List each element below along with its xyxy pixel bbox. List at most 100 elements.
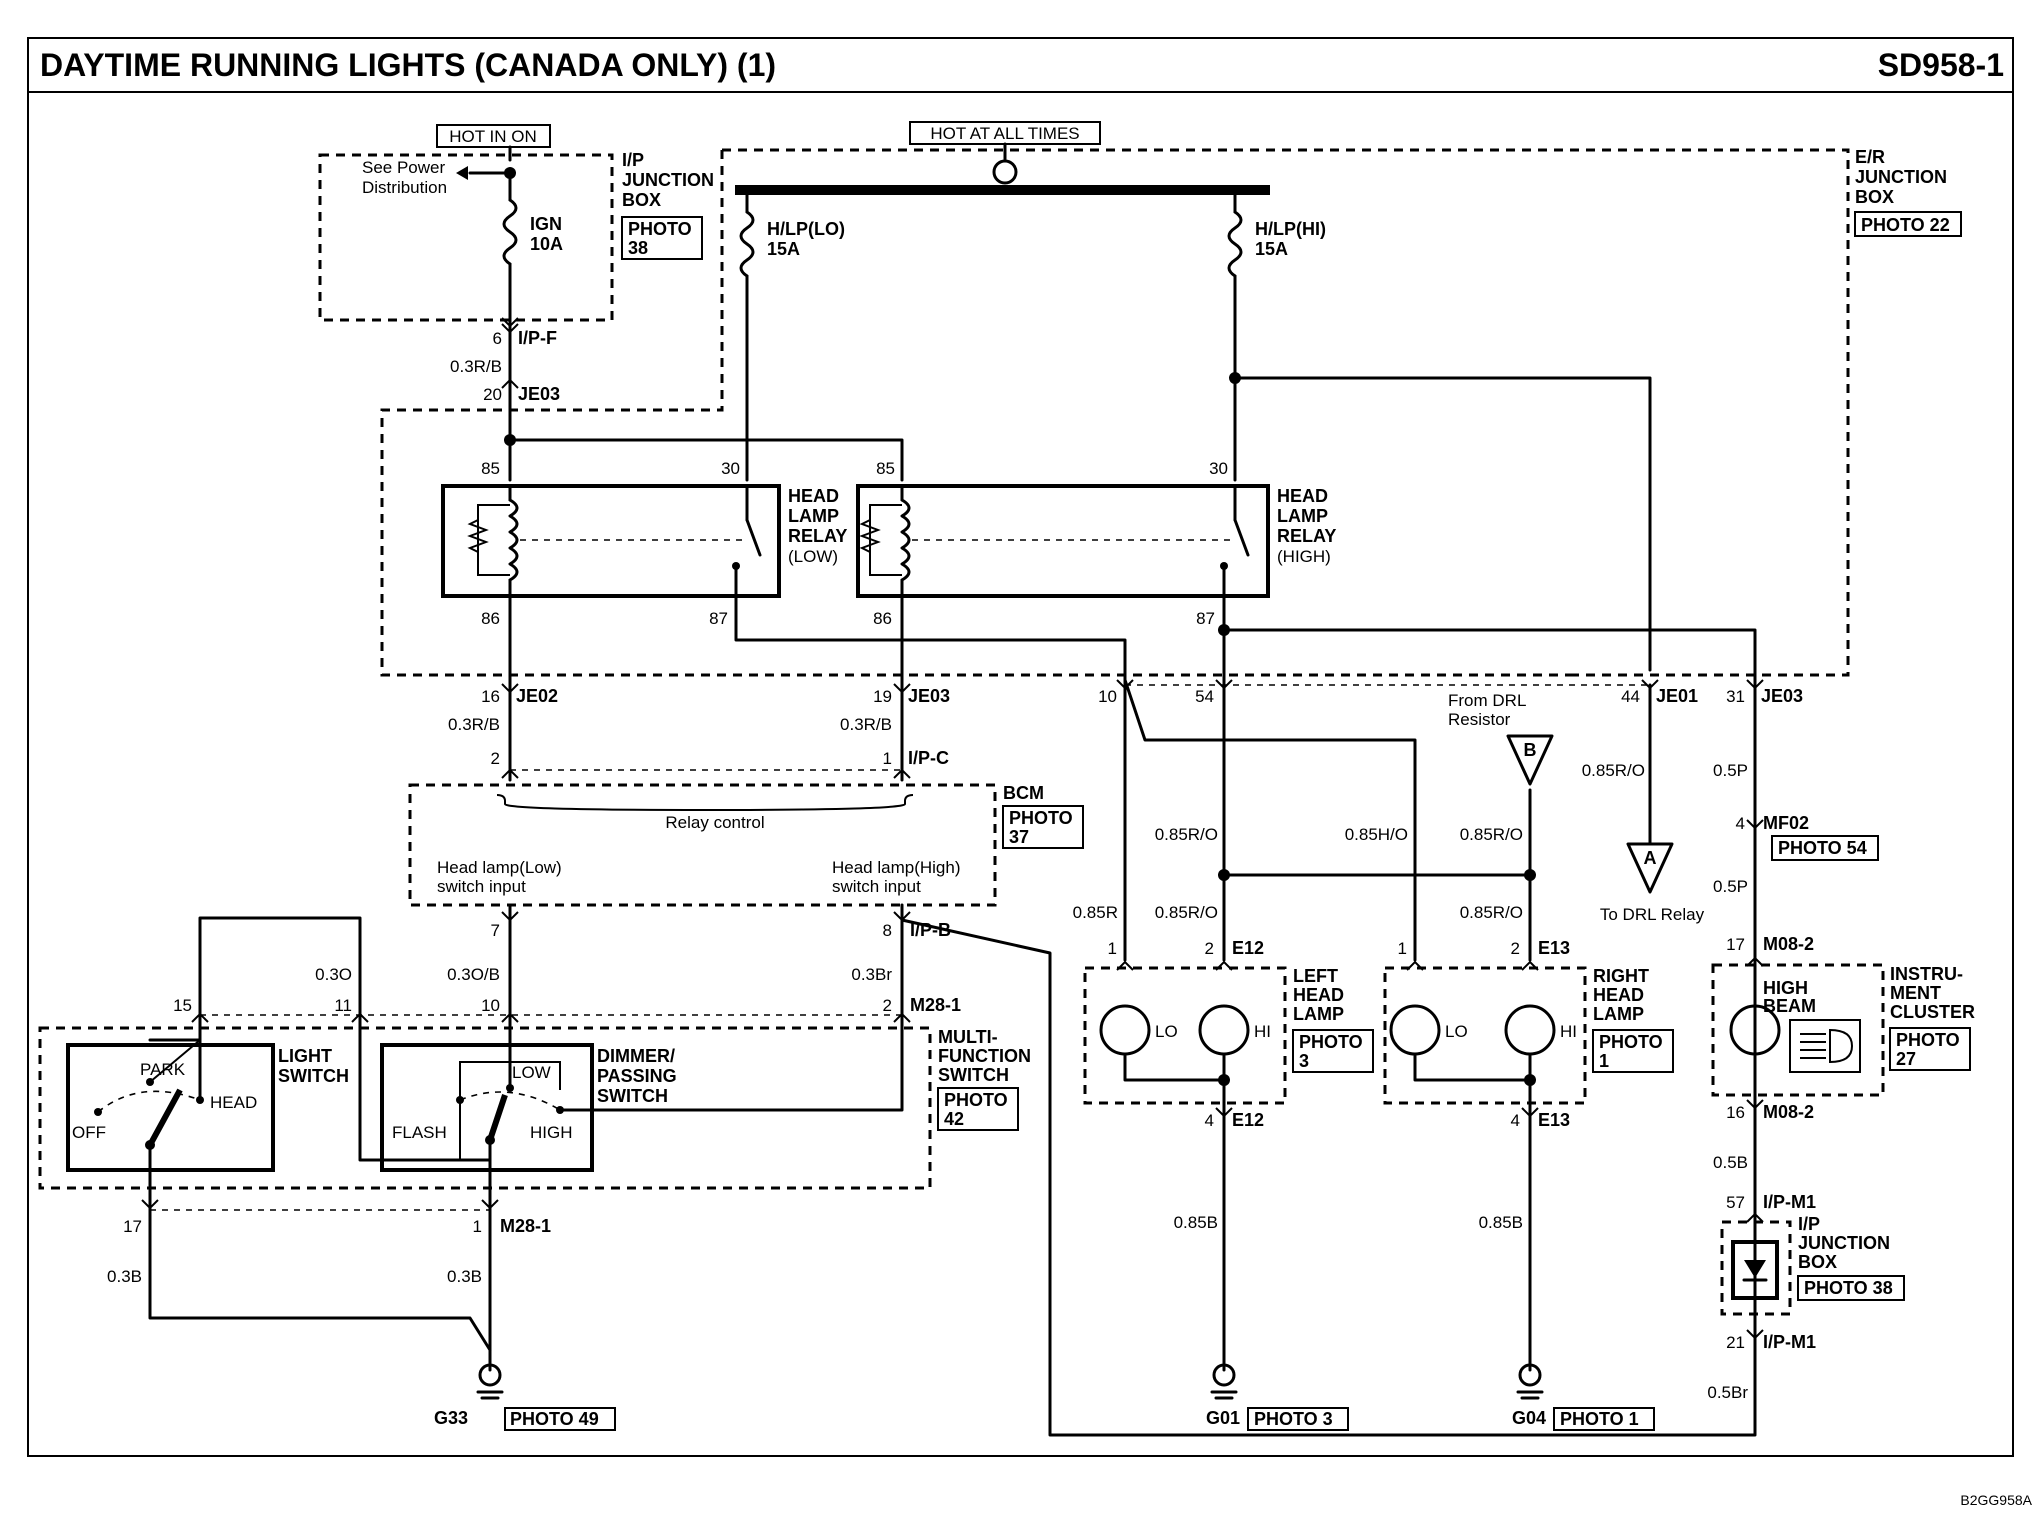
relay-high-resistor-icon <box>859 519 881 553</box>
to-drl-relay: To DRL Relay <box>1600 905 1705 924</box>
bus-node-icon <box>992 159 1018 185</box>
head-label: HEAD <box>210 1093 257 1112</box>
wire-03o: 0.3O <box>315 965 352 984</box>
hot-in-on-label: HOT IN ON <box>449 127 537 146</box>
conn-m08-top: M08-2 <box>1763 934 1814 954</box>
mfs-photo-1: PHOTO <box>944 1090 1008 1110</box>
hlp-lo-label-1: H/LP(LO) <box>767 219 845 239</box>
left-lamp-photo-box <box>1292 1029 1374 1073</box>
wire-05b: 0.5B <box>1713 1153 1748 1172</box>
pin-ipm1-21: 21 <box>1726 1333 1745 1352</box>
pin-1-bcm: 1 <box>883 749 892 768</box>
pin-30-low: 30 <box>721 459 740 478</box>
right-hi-label: HI <box>1560 1022 1577 1041</box>
wire-085ho: 0.85H/O <box>1345 825 1408 844</box>
pin-2-bcm: 2 <box>491 749 500 768</box>
conn-je01: JE01 <box>1656 686 1698 706</box>
off-label: OFF <box>72 1123 106 1142</box>
hot-in-on-box <box>436 124 551 148</box>
conn-mf02: MF02 <box>1763 813 1809 833</box>
head-lamp-relay-low <box>441 484 781 598</box>
park-link <box>149 1039 201 1083</box>
mfs-label-2: FUNCTION <box>938 1046 1031 1066</box>
pin-mf02-4: 4 <box>1736 814 1745 833</box>
relay-high-coil-feed <box>508 438 904 482</box>
pin-6: 6 <box>493 329 502 348</box>
dimmer-label-2: PASSING <box>597 1066 677 1086</box>
right-lamp-photo-box <box>1592 1029 1674 1073</box>
relay-control-label: Relay control <box>665 813 764 832</box>
bcm-photo-1: PHOTO <box>1009 808 1073 828</box>
wire-085r: 0.85R <box>1073 903 1118 922</box>
dimmer-lever <box>487 1094 508 1141</box>
relay-low-contact-blade <box>745 518 762 557</box>
pin-e13-4: 4 <box>1511 1111 1520 1130</box>
pin-16: 16 <box>481 687 500 706</box>
hl-low-input-2: switch input <box>437 877 526 896</box>
from-drl-2: Resistor <box>1448 710 1511 729</box>
conn-e13-bottom: E13 <box>1538 1110 1570 1130</box>
page-title: DAYTIME RUNNING LIGHTS (CANADA ONLY) (1) <box>40 47 776 83</box>
left-lamp-label-2: HEAD <box>1293 985 1344 1005</box>
pin-e12-4: 4 <box>1205 1111 1214 1130</box>
conn-e12-bottom: E12 <box>1232 1110 1264 1130</box>
ip-jb-label-2: JUNCTION <box>622 170 714 190</box>
left-lo-bulb-icon <box>1099 1004 1151 1056</box>
conn-je03-top: JE03 <box>518 384 560 404</box>
mfs-label-1: MULTI- <box>938 1027 998 1047</box>
pin-87-low: 87 <box>709 609 728 628</box>
pin-85-high: 85 <box>876 459 895 478</box>
relay-control-brace <box>496 794 914 812</box>
diagram-border <box>27 37 2014 1457</box>
relay-high-label-2: LAMP <box>1277 506 1328 526</box>
cluster-label-3: CLUSTER <box>1890 1002 1975 1022</box>
wire-085ro-drl: 0.85R/O <box>1582 761 1645 780</box>
right-lo-label: LO <box>1445 1022 1468 1041</box>
g33-label: G33 <box>434 1408 468 1428</box>
wire-03br: 0.3Br <box>851 965 892 984</box>
bcm-label: BCM <box>1003 783 1044 803</box>
ip-jb2-label-1: I/P <box>1798 1214 1820 1234</box>
instrument-cluster-outline <box>1711 963 1885 1097</box>
left-lamp-label-3: LAMP <box>1293 1004 1344 1024</box>
pin-8: 8 <box>883 921 892 940</box>
ip-junction-box-outline <box>318 153 614 322</box>
pin-44: 44 <box>1621 687 1640 706</box>
right-hi-bulb-icon <box>1504 1004 1556 1056</box>
mfs-photo-box <box>937 1087 1019 1131</box>
pin-31: 31 <box>1726 687 1745 706</box>
conn-je02: JE02 <box>516 686 558 706</box>
pin-15: 15 <box>173 996 192 1015</box>
park-head-loop-wire <box>198 916 362 1042</box>
er-jb-label-3: BOX <box>1855 187 1894 207</box>
ign-fuse-label-1: IGN <box>530 214 562 234</box>
see-power-label-1: See Power <box>362 158 445 177</box>
conn-ipm1-top: I/P-M1 <box>1763 1192 1816 1212</box>
high-beam-label-1: HIGH <box>1763 978 1808 998</box>
pin-17-mfs: 17 <box>123 1217 142 1236</box>
ip-jb-label-1: I/P <box>622 150 644 170</box>
wire-05br: 0.5Br <box>1707 1383 1748 1402</box>
high-contact-wire <box>558 1038 904 1112</box>
light-switch <box>66 1043 275 1172</box>
relay-low-label-1: HEAD <box>788 486 839 506</box>
bcm-photo-2: 37 <box>1009 827 1029 847</box>
bcm-photo-box <box>1002 805 1084 849</box>
ip-jb-photo-1: PHOTO <box>628 219 692 239</box>
wire-05p-b: 0.5P <box>1713 877 1748 896</box>
drl-connector-a-icon <box>1626 842 1674 894</box>
park-label: PARK <box>140 1060 186 1079</box>
relay-high-contact-blade <box>1233 518 1250 557</box>
er-junction-box-outline-body <box>380 150 1570 677</box>
hlp-hi-label-2: 15A <box>1255 239 1288 259</box>
wire-085ro-c: 0.85R/O <box>1155 903 1218 922</box>
relay-low-label-2: LAMP <box>788 506 839 526</box>
pin-86-low: 86 <box>481 609 500 628</box>
g04-label: G04 <box>1512 1408 1546 1428</box>
g01-label: G01 <box>1206 1408 1240 1428</box>
cluster-photo-1: PHOTO <box>1896 1030 1960 1050</box>
pin-m08-16: 16 <box>1726 1103 1745 1122</box>
pin-20: 20 <box>483 385 502 404</box>
